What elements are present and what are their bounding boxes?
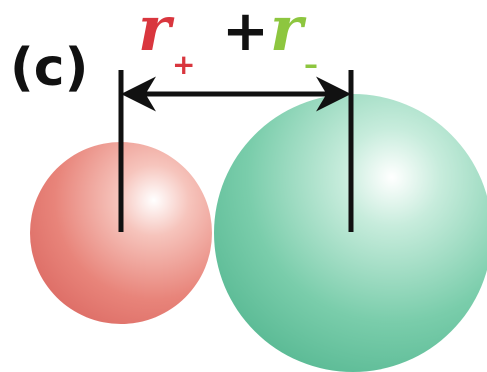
cation-sphere	[30, 142, 212, 324]
anion-radius-subscript: –	[304, 48, 318, 81]
cation-radius-symbol: r	[138, 0, 175, 65]
anion-radius-symbol: r	[270, 0, 307, 65]
radius-sum-formula: r + + r –	[138, 0, 318, 81]
plus-operator: +	[222, 0, 269, 64]
cation-radius-subscript: +	[172, 48, 195, 81]
anion-sphere	[214, 94, 487, 372]
panel-label: (c)	[10, 38, 88, 98]
